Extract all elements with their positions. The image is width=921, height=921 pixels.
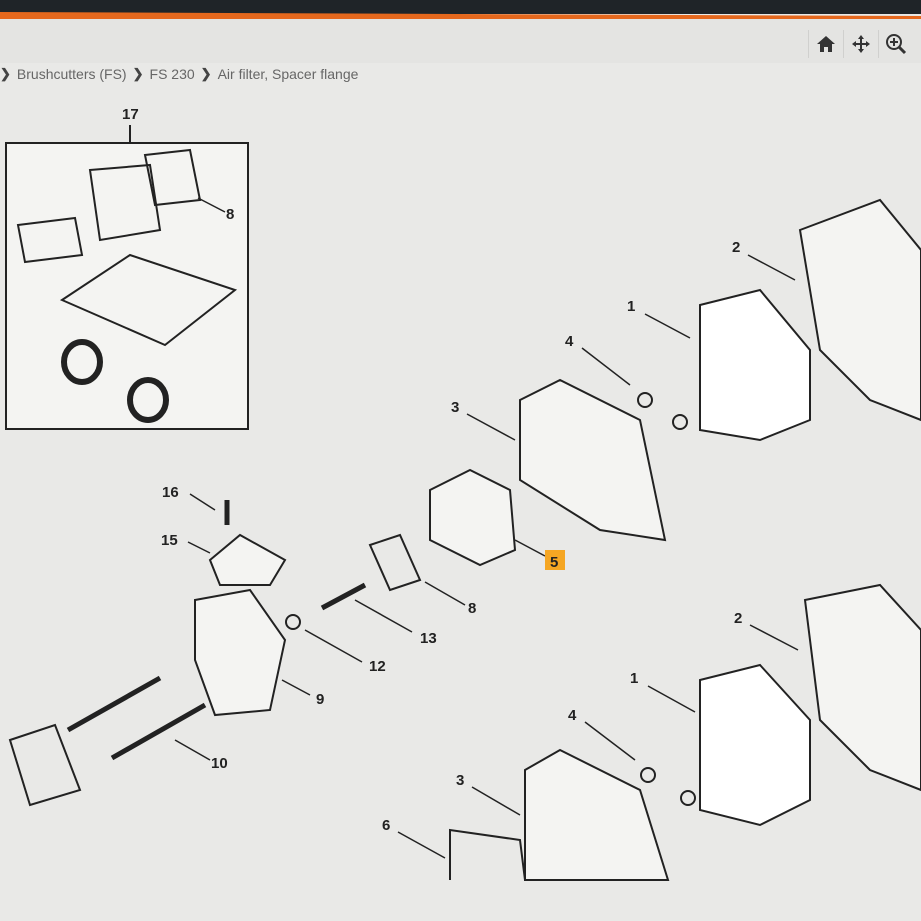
breadcrumb: ❯ Brushcutters (FS) ❯ FS 230 ❯ Air filte…	[0, 66, 358, 82]
part-callout-16[interactable]: 16	[162, 484, 179, 501]
screw	[320, 582, 367, 611]
seal-ring	[61, 339, 103, 385]
parts-diagram[interactable]: 17 8 2 1 4 3 16 15 5 8 13 12 9 10 2 1 4 3 6	[0, 95, 921, 921]
part-callout-13[interactable]: 13	[420, 630, 437, 647]
window-top-bar	[0, 0, 921, 14]
pan-button[interactable]	[843, 30, 878, 58]
chevron-right-icon: ❯	[200, 66, 212, 81]
home-icon	[817, 36, 835, 52]
bolt	[66, 675, 162, 733]
gasket-part	[143, 148, 202, 207]
part-callout-4[interactable]: 4	[568, 707, 577, 724]
part-callout-6[interactable]: 6	[382, 817, 390, 834]
part-callout-2[interactable]: 2	[734, 610, 742, 627]
breadcrumb-item[interactable]: Brushcutters (FS)	[16, 66, 127, 82]
throttle-part	[208, 533, 287, 586]
part-callout-5[interactable]: 5	[550, 554, 558, 571]
air-filter	[699, 288, 811, 442]
filter-cover	[798, 198, 921, 422]
part-callout-15[interactable]: 15	[161, 532, 178, 549]
part-callout-12[interactable]: 12	[369, 658, 386, 675]
part-callout-9[interactable]: 9	[316, 691, 324, 708]
part-callout-10[interactable]: 10	[211, 755, 228, 772]
home-button[interactable]	[808, 30, 843, 58]
breadcrumb-item[interactable]: FS 230	[149, 66, 195, 82]
part-callout-8[interactable]: 8	[468, 600, 476, 617]
diagram-tools	[808, 30, 913, 58]
gasket-part	[59, 253, 238, 347]
carburetor	[429, 468, 517, 567]
filter-housing	[524, 748, 670, 881]
highlight-box	[545, 550, 565, 570]
part-callout-2[interactable]: 2	[732, 239, 740, 256]
move-icon	[852, 35, 870, 53]
chevron-right-icon: ❯	[132, 66, 144, 81]
gasket-part	[8, 723, 82, 807]
toolbar	[0, 19, 921, 63]
gasket-part	[88, 163, 162, 242]
zoom-in-icon	[886, 34, 907, 55]
chevron-right-icon: ❯	[0, 66, 11, 81]
filter-housing	[519, 378, 667, 542]
part-callout-1[interactable]: 1	[627, 298, 635, 315]
gasket-part	[16, 216, 84, 264]
bolt	[110, 702, 207, 761]
part-callout-8[interactable]: 8	[226, 206, 234, 223]
spacer-flange	[194, 588, 287, 717]
part-callout-3[interactable]: 3	[456, 772, 464, 789]
zoom-button[interactable]	[878, 30, 913, 58]
gasket-kit-box	[5, 142, 249, 430]
gasket-part	[368, 533, 422, 592]
air-filter	[699, 663, 811, 827]
seal-ring	[127, 377, 169, 423]
part-callout-3[interactable]: 3	[451, 399, 459, 416]
part-callout-1[interactable]: 1	[630, 670, 638, 687]
part-callout-4[interactable]: 4	[565, 333, 574, 350]
breadcrumb-current: Air filter, Spacer flange	[217, 66, 359, 82]
part-callout-17[interactable]: 17	[122, 106, 139, 123]
filter-cover	[803, 583, 921, 792]
